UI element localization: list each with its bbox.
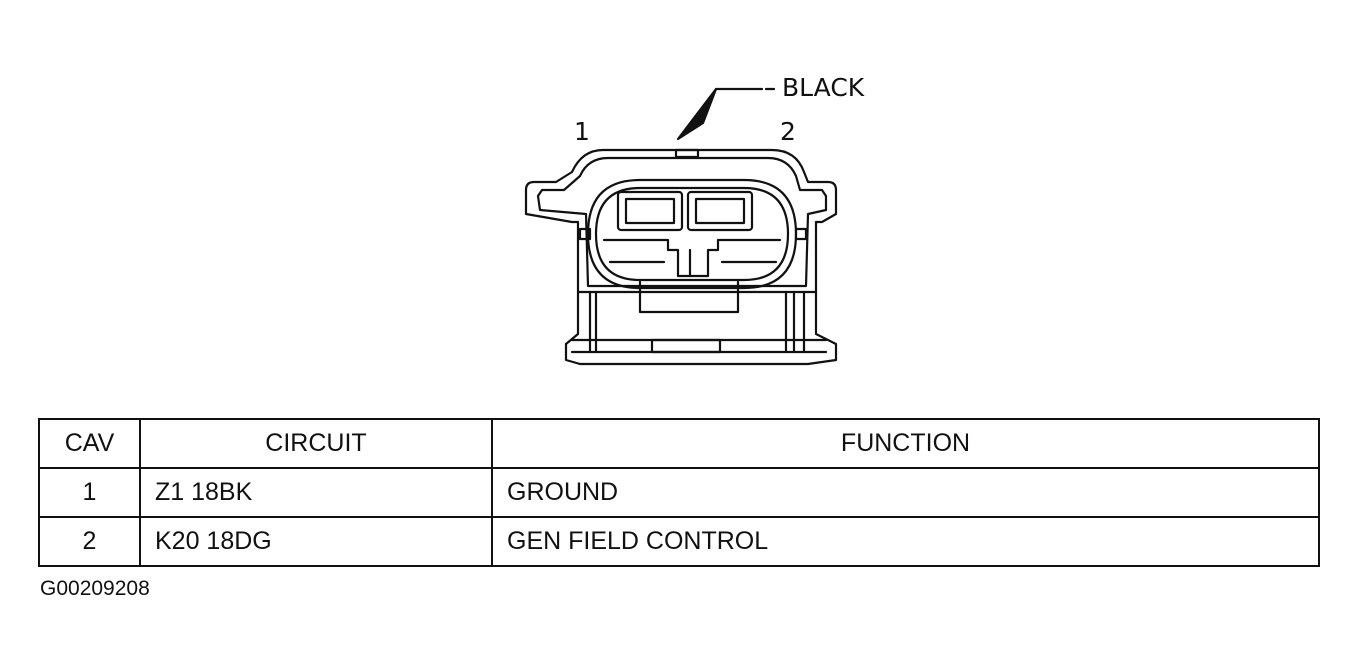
base-rail-bottom [570,338,828,354]
cell-cav: 2 [38,516,141,567]
table-header-row: CAV CIRCUIT FUNCTION [38,418,1320,469]
pin-1-label: 1 [574,117,590,146]
cell-cav: 1 [38,467,141,518]
wire-color-label: BLACK [782,73,865,102]
cell-function: GEN FIELD CONTROL [491,516,1320,567]
base-rail-verticals [588,290,806,354]
connector-housing-inner [536,156,828,288]
header-function: FUNCTION [491,418,1320,469]
center-latch-lines [608,248,778,278]
terminal-1-inner [624,197,676,225]
cavity-oval-outer [586,178,798,290]
cell-circuit: K20 18DG [139,516,493,567]
connector-housing-outer [524,148,838,366]
cavity-oval-inner [594,186,790,282]
lower-tab [638,280,740,314]
header-cav: CAV [38,418,141,469]
figure-id: G00209208 [40,577,150,600]
side-tab-left [578,227,592,241]
terminal-2-inner [694,197,746,225]
header-circuit: CIRCUIT [139,418,493,469]
cell-circuit: Z1 18BK [139,467,493,518]
base-notch [650,338,722,354]
table-row: 2 K20 18DG GEN FIELD CONTROL [38,516,1320,567]
cell-function: GROUND [491,467,1320,518]
table-row: 1 Z1 18BK GROUND [38,467,1320,518]
key-bump [674,148,700,159]
center-latch [602,238,782,278]
connector-diagram: BLACK 1 2 [524,73,865,366]
arrow-head-icon [676,87,718,141]
terminal-2 [686,190,754,232]
side-tab-right [794,227,808,241]
pin-2-label: 2 [780,117,796,146]
pinout-table: CAV CIRCUIT FUNCTION 1 Z1 18BK GROUND 2 … [38,418,1320,567]
terminal-1 [616,190,684,232]
